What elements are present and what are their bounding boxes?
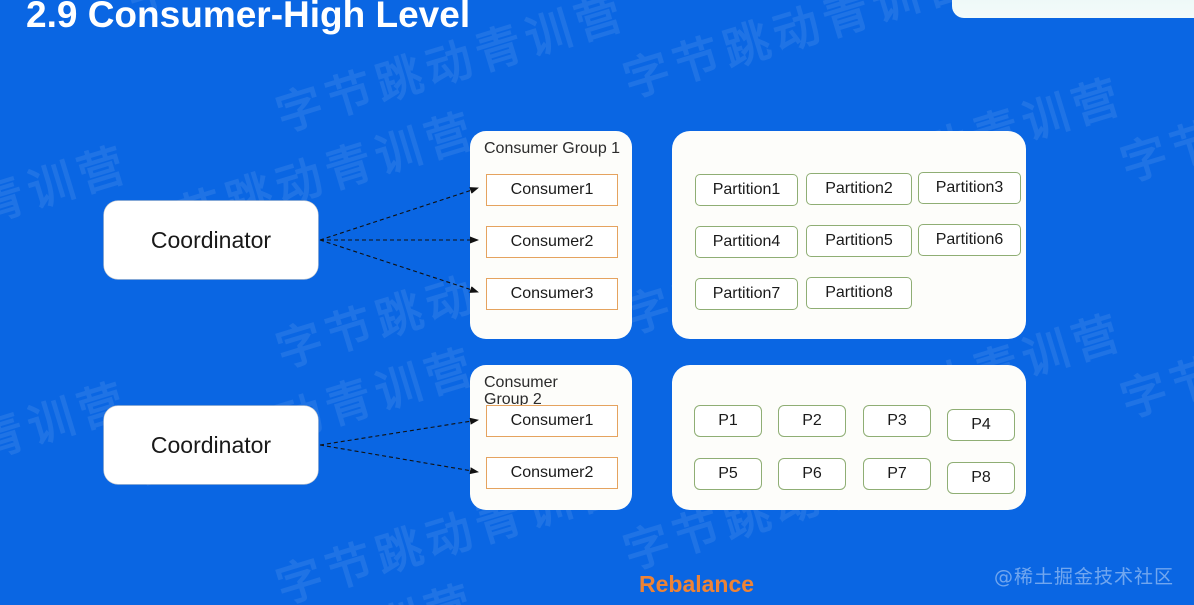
page-title: 2.9 Consumer-High Level [26,0,471,35]
consumer-chip-g1-1[interactable]: Consumer1 [486,174,618,206]
p-chip-4[interactable]: P4 [947,409,1015,441]
partition-chip-8[interactable]: Partition8 [806,277,912,309]
partition-chip-7[interactable]: Partition7 [695,278,798,310]
coordinator-box-2[interactable]: Coordinator [104,406,318,484]
consumer-chip-g1-3[interactable]: Consumer3 [486,278,618,310]
consumer-group-1-title: Consumer Group 1 [484,140,621,157]
partition-container-full: Partition1 Partition2 Partition3 Partiti… [672,131,1026,339]
rebalance-label: Rebalance [639,571,755,597]
partition-chip-6[interactable]: Partition6 [918,224,1021,256]
arrow-coordinator1-consumer3 [319,239,479,293]
p-chip-1[interactable]: P1 [694,405,762,437]
partition-container-short: P1 P2 P3 P4 P5 P6 P7 P8 [672,365,1026,510]
coordinator-box-1[interactable]: Coordinator [104,201,318,279]
p-chip-2[interactable]: P2 [778,405,846,437]
consumer-chip-g2-2[interactable]: Consumer2 [486,457,618,489]
coordinator-label: Coordinator [150,226,272,253]
consumer-group-2-title: Consumer Group 2 [484,374,558,408]
arrow-coordinator1-consumer1 [319,187,479,241]
consumer-group-1: Consumer Group 1 Consumer1 Consumer2 Con… [470,131,632,339]
partition-chip-1[interactable]: Partition1 [695,174,798,206]
p-chip-3[interactable]: P3 [863,405,931,437]
p-chip-5[interactable]: P5 [694,458,762,490]
arrow-coordinator2-consumer2 [319,444,479,475]
partition-chip-2[interactable]: Partition2 [806,173,912,205]
partition-chip-4[interactable]: Partition4 [695,226,798,258]
arrow-coordinator2-consumer1 [319,417,479,446]
top-right-panel [952,0,1194,18]
consumer-chip-g2-1[interactable]: Consumer1 [486,405,618,437]
p-chip-6[interactable]: P6 [778,458,846,490]
credit-watermark: @稀土掘金技术社区 [993,566,1174,588]
consumer-chip-g1-2[interactable]: Consumer2 [486,226,618,258]
p-chip-7[interactable]: P7 [863,458,931,490]
partition-chip-5[interactable]: Partition5 [806,225,912,257]
p-chip-8[interactable]: P8 [947,462,1015,494]
partition-chip-3[interactable]: Partition3 [918,172,1021,204]
coordinator-label: Coordinator [150,431,272,458]
consumer-group-2: Consumer Group 2 Consumer1 Consumer2 [470,365,632,510]
